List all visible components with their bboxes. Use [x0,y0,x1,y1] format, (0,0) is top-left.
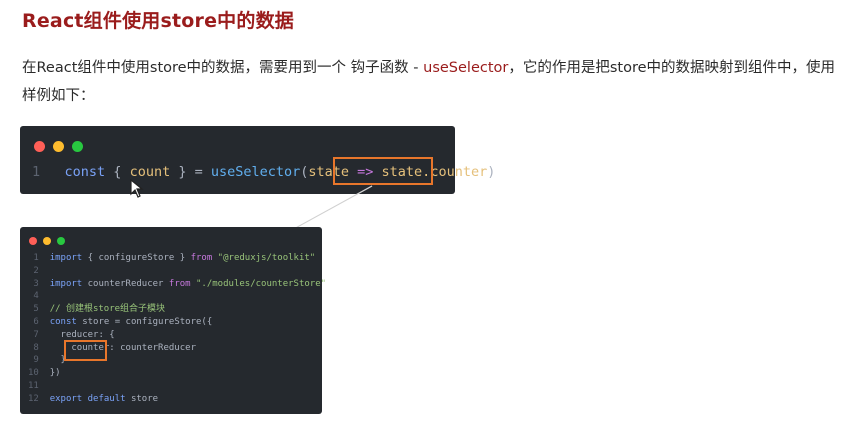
window-controls [29,237,65,245]
highlight-box [64,340,107,361]
code-line: 2 [28,265,326,278]
code-token: { configureStore } [82,253,191,263]
arrow-operator: => [349,164,382,180]
keyword-const: const [64,164,106,180]
minimize-dot-icon [53,141,64,152]
intro-paragraph: 在React组件中使用store中的数据，需要用到一个 钩子函数 - useSe… [22,54,842,110]
function-useSelector: useSelector [210,164,301,180]
code-line: 11 [28,380,326,393]
code-block-store: 1 import { configureStore } from "@redux… [20,227,326,414]
code-token: ) [487,164,496,180]
line-number: 4 [28,291,50,302]
line-number: 10 [28,368,50,379]
code-token: counterReducer [82,278,169,289]
code-token: { [105,164,130,180]
code-line: 5 // 创建根store组合子模块 [28,303,326,316]
code-token: store = configureStore({ [76,316,213,327]
code-token: export default [49,393,126,404]
code-token: } [49,355,66,366]
code-block-usage: 1 const { count } = useSelector(state =>… [20,126,495,194]
close-dot-icon [34,141,45,152]
inline-code-useSelector: useSelector [423,60,509,76]
maximize-dot-icon [72,141,83,152]
argument-state: state [308,164,350,180]
code-line: 3 import counterReducer from "./modules/… [28,278,326,291]
code-comment: // 创建根store组合子模块 [49,304,166,315]
code-token: const [49,316,77,327]
line-number: 8 [28,342,50,353]
code-line: 8 counter: counterReducer [28,342,326,355]
variable-count: count [129,164,171,180]
code-line: 1 const { count } = useSelector(state =>… [32,164,495,180]
line-number: 1 [28,253,50,263]
minimize-dot-icon [43,237,51,245]
code-token: counter: counterReducer [49,342,196,353]
line-number: 3 [28,278,50,289]
code-token: store [125,393,159,404]
highlighted-expression: state.counter [381,164,488,180]
line-number: 6 [28,316,50,327]
code-token: from [168,278,191,289]
line-number: 9 [28,355,50,366]
paragraph-text-2: ，它的作用是把store中的数据映射到组件中，使用样例如下： [22,60,836,104]
code-token: from [190,253,213,263]
mouse-cursor-icon [130,179,144,198]
code-line: 1 import { configureStore } from "@redux… [28,252,326,265]
maximize-dot-icon [57,237,65,245]
line-number: 1 [32,164,41,180]
code-token: import [49,278,83,289]
code-token: "./modules/counterStore" [190,278,327,289]
code-line: 4 [28,290,326,303]
paragraph-text-1: 在React组件中使用store中的数据，需要用到一个 钩子函数 - [22,60,424,76]
code-token: reducer: { [49,329,115,340]
line-number: 5 [28,304,50,315]
code-line: 6 const store = configureStore({ [28,316,326,329]
highlight-box [333,157,433,185]
line-number: 12 [28,393,50,404]
code-token: ( [300,164,309,180]
code-lines: 1 import { configureStore } from "@redux… [28,252,326,406]
window-controls [34,141,83,152]
line-number: 7 [28,329,50,340]
close-dot-icon [29,237,37,245]
line-number: 11 [28,380,50,391]
page-title: React组件使用store中的数据 [22,10,294,32]
code-line: 7 reducer: { [28,329,326,342]
code-token: "@reduxjs/toolkit" [212,253,316,263]
code-token: } = [170,164,211,180]
code-line: 9 } [28,354,326,367]
code-token: }) [49,368,61,379]
code-line: 10 }) [28,367,326,380]
code-token: import [49,253,83,263]
line-number: 2 [28,265,50,276]
code-line: 12 export default store [28,393,326,406]
